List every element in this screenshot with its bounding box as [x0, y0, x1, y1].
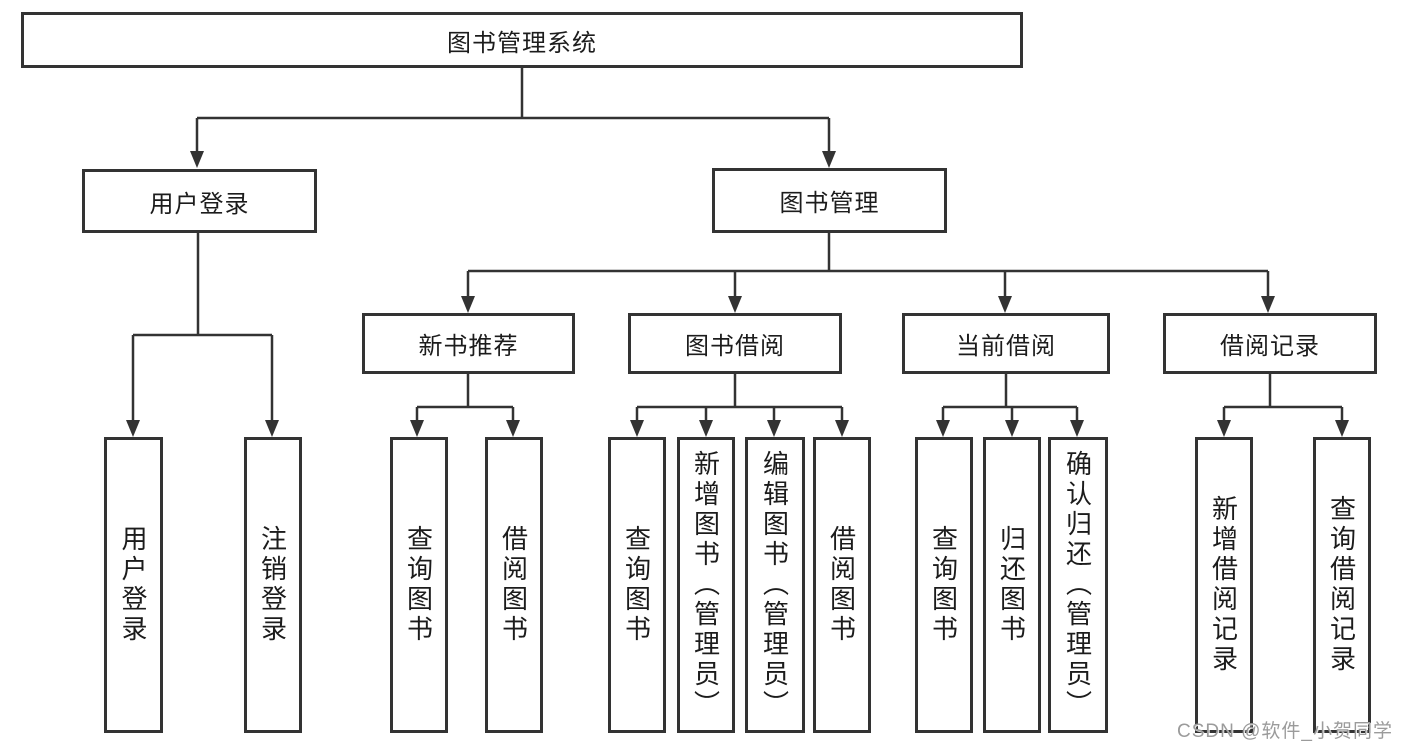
leaf-borrow-books: 借阅图书	[485, 437, 543, 733]
node-label: 图书管理	[779, 190, 880, 217]
arrowhead-icon	[1261, 296, 1275, 313]
leaf-label: 借阅图书	[826, 525, 857, 645]
leaf-label: 借阅图书	[498, 525, 529, 645]
arrowhead-icon	[461, 296, 475, 313]
connector-new-book-branch	[415, 374, 515, 421]
arrowhead-icon	[1217, 420, 1231, 437]
node-user-login: 用户登录	[82, 169, 317, 233]
arrowhead-icon	[822, 151, 836, 168]
node-borrowing-records: 借阅记录	[1163, 313, 1377, 374]
arrowhead-icon	[410, 420, 424, 437]
leaf-query-books: 查询图书	[390, 437, 448, 733]
arrowhead-icon	[767, 420, 781, 437]
node-label: 借阅记录	[1220, 333, 1320, 360]
leaf-label: 归还图书	[996, 525, 1027, 645]
node-label: 图书管理系统	[447, 29, 597, 57]
leaf-add-borrow-record: 新增借阅记录	[1195, 437, 1253, 733]
leaf-query-books: 查询图书	[608, 437, 666, 733]
leaf-label: 查询图书	[928, 525, 959, 645]
arrowhead-icon	[1070, 420, 1084, 437]
node-label: 用户登录	[149, 190, 250, 218]
node-label: 当前借阅	[956, 333, 1056, 360]
arrowhead-icon	[998, 296, 1012, 313]
leaf-label: 新增图书（管理员）	[690, 450, 721, 720]
arrowhead-icon	[190, 151, 204, 168]
node-library-management-system: 图书管理系统	[21, 12, 1023, 68]
arrowhead-icon	[265, 420, 279, 437]
leaf-label: 编辑图书（管理员）	[759, 450, 790, 720]
arrowhead-icon	[126, 420, 140, 437]
connector-book-mgmt-branch	[466, 233, 1270, 297]
arrowhead-icon	[506, 420, 520, 437]
connector-book-borrow-branch	[635, 374, 844, 421]
connector-current-borrow-branch	[941, 374, 1079, 421]
leaf-user-login: 用户登录	[104, 437, 163, 733]
leaf-label: 查询图书	[403, 525, 434, 645]
connector-root-to-level2	[195, 68, 831, 152]
arrowhead-icon	[936, 420, 950, 437]
leaf-return-books: 归还图书	[983, 437, 1041, 733]
arrowhead-icon	[728, 296, 742, 313]
arrowhead-icon	[835, 420, 849, 437]
leaf-logout: 注销登录	[244, 437, 302, 733]
leaf-edit-books-admin: 编辑图书（管理员）	[745, 437, 805, 733]
leaf-label: 新增借阅记录	[1208, 495, 1239, 675]
csdn-watermark: CSDN @软件_小贺同学	[1177, 721, 1393, 742]
leaf-label: 查询借阅记录	[1326, 495, 1357, 675]
node-new-book-recommendation: 新书推荐	[362, 313, 575, 374]
leaf-borrow-books: 借阅图书	[813, 437, 871, 733]
leaf-query-borrow-record: 查询借阅记录	[1313, 437, 1371, 733]
leaf-add-books-admin: 新增图书（管理员）	[677, 437, 735, 733]
connector-borrow-record-branch	[1222, 374, 1344, 421]
connector-lines	[131, 68, 1344, 421]
arrowhead-icon	[630, 420, 644, 437]
arrowhead-icon	[1335, 420, 1349, 437]
leaf-label: 注销登录	[257, 525, 288, 645]
leaf-query-books: 查询图书	[915, 437, 973, 733]
leaf-label: 用户登录	[118, 525, 148, 645]
node-book-management: 图书管理	[712, 168, 947, 233]
arrowhead-icon	[699, 420, 713, 437]
node-label: 新书推荐	[418, 333, 519, 360]
arrowheads	[126, 151, 1349, 437]
node-current-borrowing: 当前借阅	[902, 313, 1110, 374]
node-label: 图书借阅	[685, 333, 785, 360]
connector-user-login-branch	[131, 233, 274, 421]
node-book-borrowing: 图书借阅	[628, 313, 842, 374]
leaf-confirm-return-admin: 确认归还（管理员）	[1048, 437, 1108, 733]
leaf-label: 确认归还（管理员）	[1062, 450, 1093, 720]
arrowhead-icon	[1005, 420, 1019, 437]
leaf-label: 查询图书	[621, 525, 652, 645]
